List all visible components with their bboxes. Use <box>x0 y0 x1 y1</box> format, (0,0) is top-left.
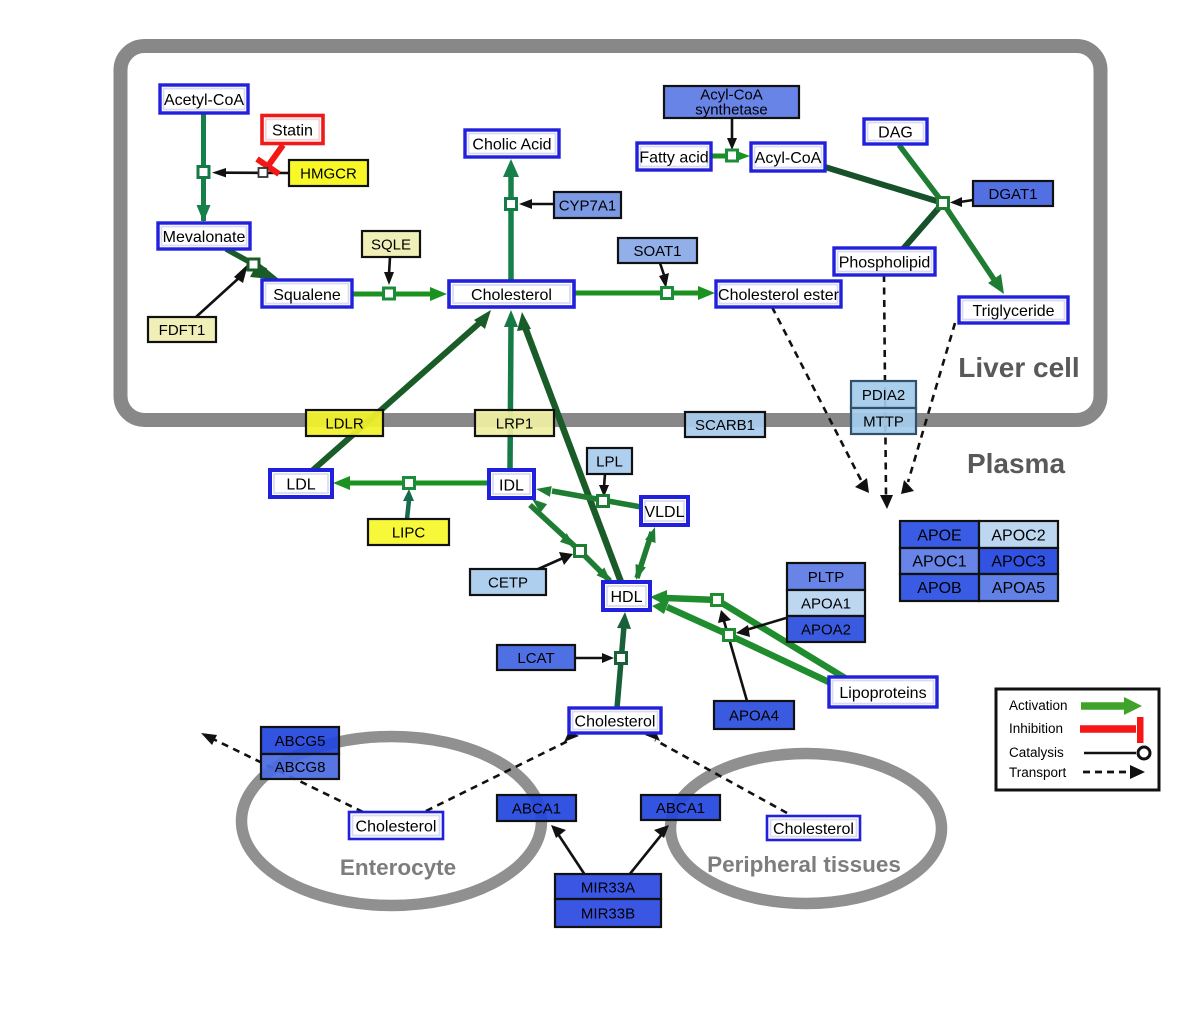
svg-text:Squalene: Squalene <box>273 287 341 304</box>
svg-text:APOA2: APOA2 <box>801 622 851 639</box>
svg-text:MIR33A: MIR33A <box>581 880 635 897</box>
svg-text:MIR33B: MIR33B <box>581 906 635 923</box>
svg-text:Cholic Acid: Cholic Acid <box>472 137 551 154</box>
svg-text:APOA4: APOA4 <box>729 708 779 725</box>
svg-text:Catalysis: Catalysis <box>1009 745 1064 760</box>
svg-text:synthetase: synthetase <box>695 102 768 119</box>
svg-text:Statin: Statin <box>272 123 313 140</box>
svg-text:FDFT1: FDFT1 <box>159 322 206 339</box>
svg-text:SOAT1: SOAT1 <box>633 243 681 260</box>
svg-text:Mevalonate: Mevalonate <box>163 229 246 246</box>
svg-text:APOB: APOB <box>917 580 961 597</box>
svg-text:Acyl-CoA: Acyl-CoA <box>755 150 822 167</box>
svg-text:Transport: Transport <box>1009 765 1067 780</box>
svg-text:APOC2: APOC2 <box>991 528 1045 545</box>
svg-text:Cholesterol: Cholesterol <box>471 287 552 304</box>
svg-text:Lipoproteins: Lipoproteins <box>839 685 926 702</box>
svg-text:DAG: DAG <box>878 125 913 142</box>
svg-text:APOC3: APOC3 <box>991 554 1045 571</box>
svg-text:HMGCR: HMGCR <box>300 166 357 183</box>
svg-text:VLDL: VLDL <box>644 504 684 521</box>
svg-text:APOE: APOE <box>917 528 961 545</box>
svg-text:Acetyl-CoA: Acetyl-CoA <box>164 92 244 109</box>
svg-text:APOA5: APOA5 <box>992 580 1045 597</box>
svg-text:Cholesterol ester: Cholesterol ester <box>718 287 840 304</box>
svg-text:Inhibition: Inhibition <box>1009 721 1063 736</box>
svg-text:IDL: IDL <box>499 478 524 495</box>
svg-text:CYP7A1: CYP7A1 <box>559 198 617 215</box>
svg-text:LIPC: LIPC <box>392 525 426 542</box>
svg-text:CETP: CETP <box>488 575 528 592</box>
svg-text:HDL: HDL <box>610 589 642 606</box>
svg-text:PLTP: PLTP <box>808 569 844 586</box>
svg-text:ABCG5: ABCG5 <box>275 733 326 750</box>
svg-text:LDLR: LDLR <box>325 416 364 433</box>
svg-text:MTTP: MTTP <box>863 414 904 431</box>
svg-text:APOC1: APOC1 <box>912 554 966 571</box>
svg-text:Cholesterol: Cholesterol <box>575 714 656 731</box>
svg-text:PDIA2: PDIA2 <box>862 387 905 404</box>
svg-text:Phospholipid: Phospholipid <box>839 255 931 272</box>
svg-text:Cholesterol: Cholesterol <box>356 819 437 836</box>
svg-text:LCAT: LCAT <box>517 650 554 667</box>
svg-text:SQLE: SQLE <box>371 237 411 254</box>
svg-text:Cholesterol: Cholesterol <box>773 821 854 838</box>
svg-text:ABCG8: ABCG8 <box>275 759 326 776</box>
svg-text:Activation: Activation <box>1009 698 1068 713</box>
svg-text:Liver cell: Liver cell <box>958 352 1079 383</box>
svg-text:SCARB1: SCARB1 <box>695 417 755 434</box>
svg-text:Acyl-CoA: Acyl-CoA <box>700 87 763 104</box>
svg-text:APOA1: APOA1 <box>801 596 851 613</box>
svg-text:ABCA1: ABCA1 <box>512 801 561 818</box>
svg-text:LDL: LDL <box>286 477 315 494</box>
svg-text:DGAT1: DGAT1 <box>989 186 1038 203</box>
svg-text:LRP1: LRP1 <box>496 416 534 433</box>
svg-text:Fatty acid: Fatty acid <box>639 150 708 167</box>
svg-text:Enterocyte: Enterocyte <box>340 855 456 880</box>
svg-text:ABCA1: ABCA1 <box>656 800 705 817</box>
svg-text:Peripheral tissues: Peripheral tissues <box>707 852 901 877</box>
svg-text:Plasma: Plasma <box>967 448 1065 479</box>
svg-text:LPL: LPL <box>596 454 623 471</box>
svg-text:Triglyceride: Triglyceride <box>972 303 1054 320</box>
